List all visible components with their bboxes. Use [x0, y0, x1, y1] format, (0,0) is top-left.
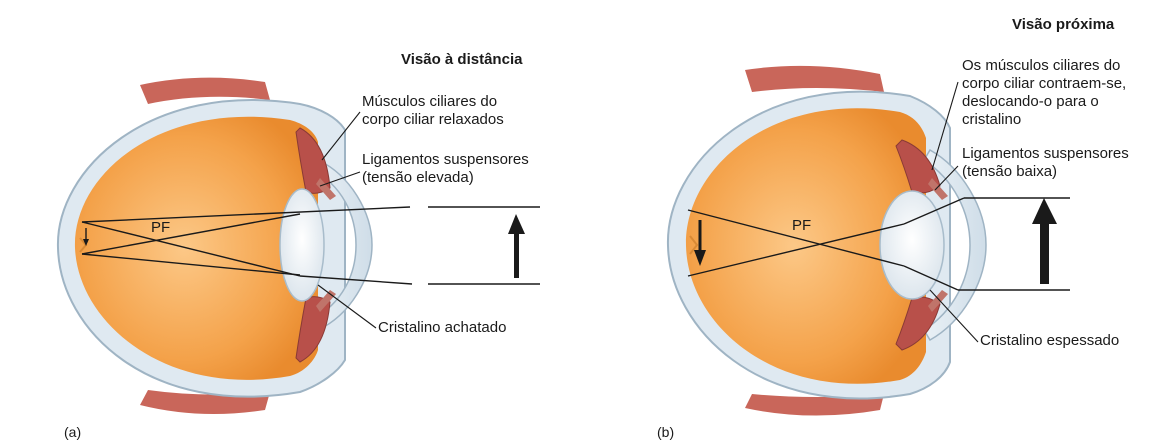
- panel-a-tag: (a): [64, 424, 81, 440]
- lens-thick-b: [880, 191, 944, 299]
- panel-a-title: Visão à distância: [401, 51, 523, 68]
- lens-label-b: Cristalino espessado: [980, 332, 1119, 349]
- lens-flat-a: [280, 189, 324, 301]
- object-arrow-a-shaft: [514, 232, 519, 278]
- ligament-label-b-line2: (tensão baixa): [962, 163, 1057, 180]
- ligament-label-a-line1: Ligamentos suspensores: [362, 151, 529, 168]
- panel-b-eye: [668, 66, 986, 416]
- ciliary-label-b-line4: cristalino: [962, 111, 1021, 128]
- focal-point-label-a: PF: [151, 219, 170, 236]
- panel-b-tag: (b): [657, 424, 674, 440]
- ciliary-label-a-line1: Músculos ciliares do: [362, 93, 497, 110]
- object-arrow-a-head: [508, 214, 525, 234]
- object-arrow-b-head: [1032, 198, 1057, 224]
- upper-muscle-b: [745, 66, 884, 92]
- ligament-label-b-line1: Ligamentos suspensores: [962, 145, 1129, 162]
- panel-a-eye: [58, 78, 372, 414]
- ciliary-label-a-line2: corpo ciliar relaxados: [362, 111, 504, 128]
- ciliary-label-b-line3: deslocando-o para o: [962, 93, 1099, 110]
- ciliary-label-b-line2: corpo ciliar contraem-se,: [962, 75, 1126, 92]
- ligament-label-a-line2: (tensão elevada): [362, 169, 474, 186]
- ciliary-label-b-line1: Os músculos ciliares do: [962, 57, 1120, 74]
- lens-label-a: Cristalino achatado: [378, 319, 506, 336]
- object-arrow-b-shaft: [1040, 222, 1049, 284]
- focal-point-label-b: PF: [792, 217, 811, 234]
- panel-b-title: Visão próxima: [1012, 16, 1115, 33]
